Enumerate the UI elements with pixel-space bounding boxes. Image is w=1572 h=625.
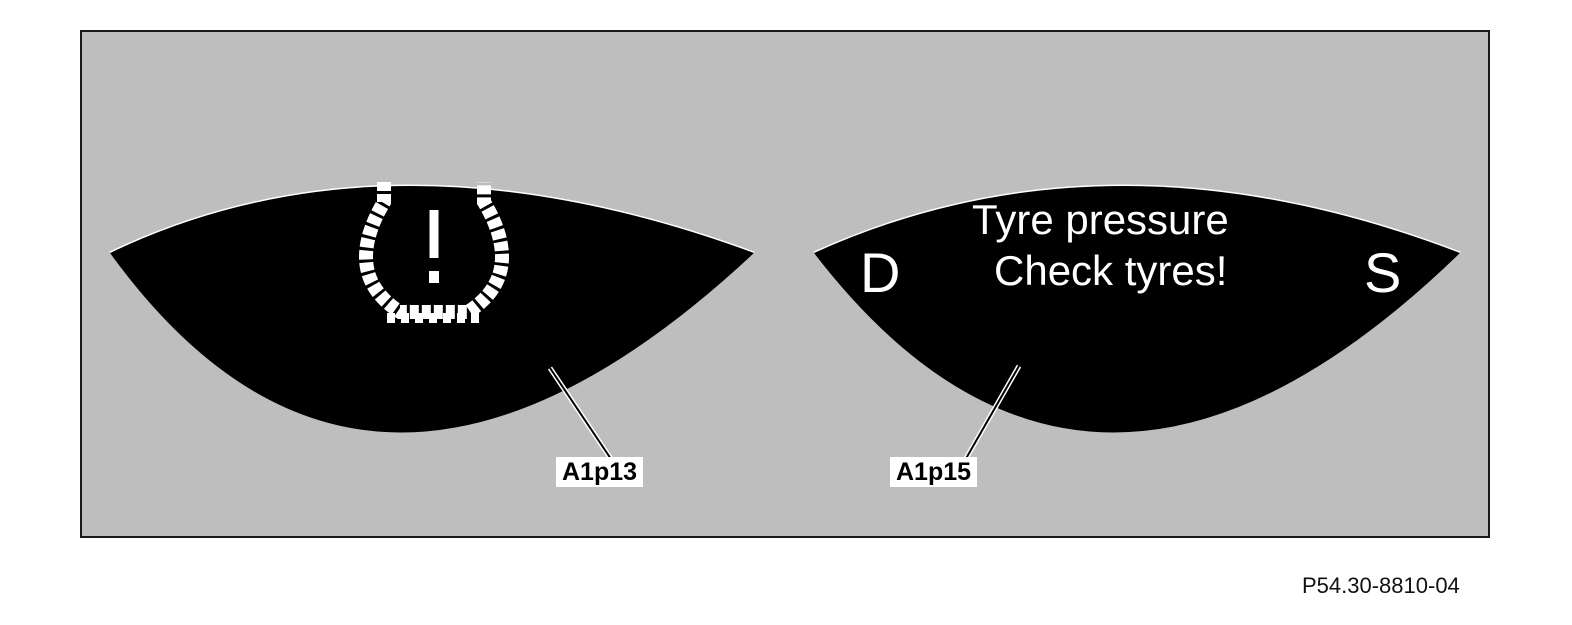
left-display-screen xyxy=(110,186,754,433)
left-display xyxy=(109,184,755,433)
callout-label-a1p13: A1p13 xyxy=(556,457,644,487)
callout-leader-a1p13 xyxy=(547,366,616,464)
callout-leader-a1p15 xyxy=(961,364,1022,464)
callout-label-a1p15: A1p15 xyxy=(890,457,978,487)
display-left-char: D xyxy=(860,241,901,304)
right-display xyxy=(813,184,1461,433)
tyre-pressure-message-line1: Tyre pressure xyxy=(972,196,1229,243)
diagram-graphic xyxy=(109,182,1461,464)
diagram-frame: Tyre pressure Check tyres! D S A1p13 A1p… xyxy=(80,30,1490,538)
check-tyres-message-line2: Check tyres! xyxy=(994,247,1228,294)
tyre-pressure-warning-icon xyxy=(358,182,510,323)
right-display-screen xyxy=(814,186,1460,433)
figure-reference: P54.30-8810-04 xyxy=(1302,573,1460,598)
display-right-char: S xyxy=(1364,241,1402,304)
